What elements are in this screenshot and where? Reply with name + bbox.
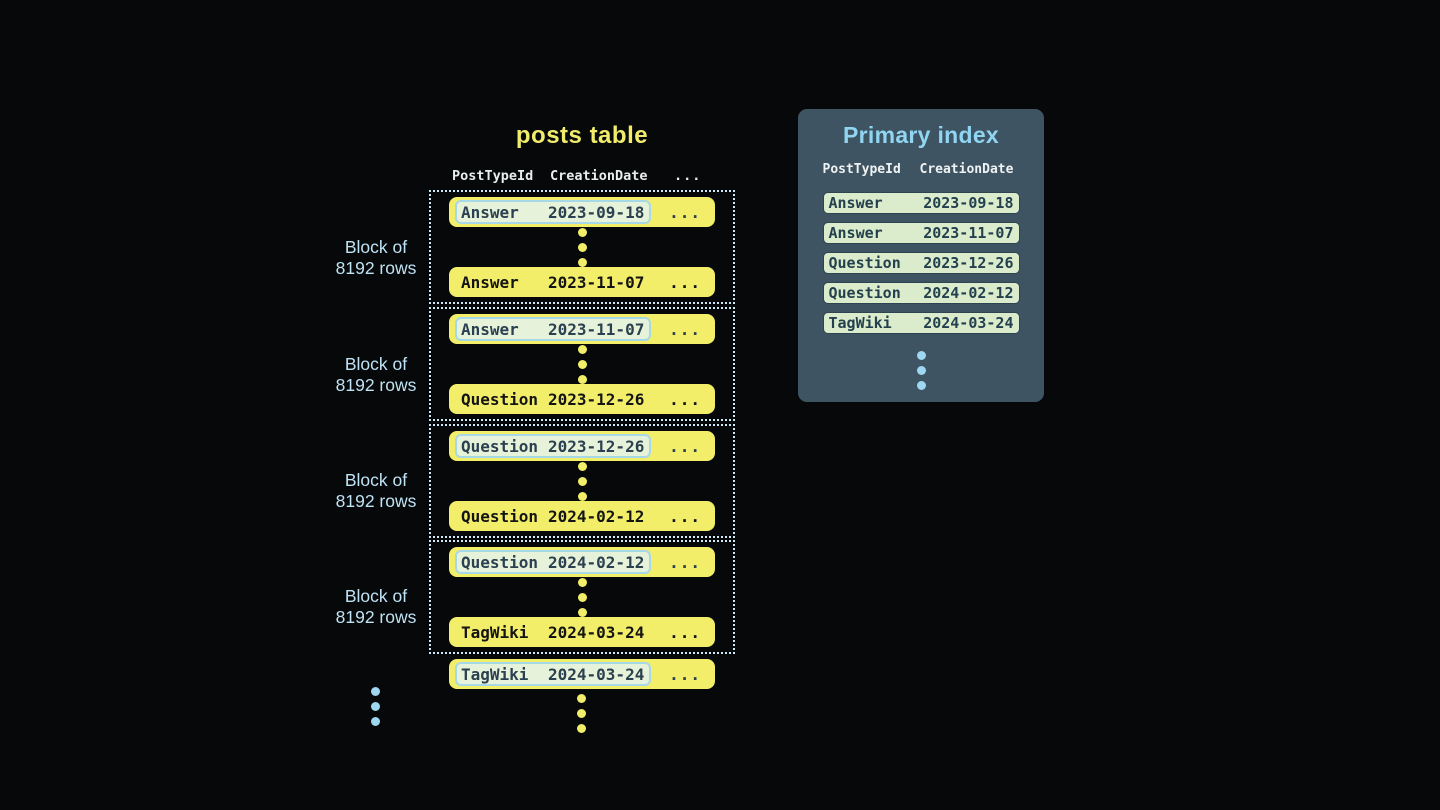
row-block-2: Answer 2023-11-07 ... Question 2023-12-2… [429,307,735,421]
overflow-row-wrapper: TagWiki 2024-03-24 ... [449,659,715,689]
rows-ellipsis-dots [577,461,587,501]
indexed-columns-highlight: TagWiki 2024-03-24 [455,662,651,686]
primary-index-panel: Primary index PostTypeId CreationDate An… [798,109,1044,402]
indexed-columns: Question 2024-02-12 [461,506,645,526]
row-more-columns: ... [669,389,701,409]
table-row: Answer 2023-11-07 ... [449,267,715,297]
column-header-posttypeid: PostTypeId [452,168,534,184]
table-row: TagWiki 2024-03-24 ... [449,617,715,647]
row-more-columns: ... [669,506,701,526]
index-row: Answer 2023-09-18 [822,192,1020,214]
row-more-columns: ... [669,272,701,292]
more-index-entries-dots [916,351,926,390]
table-row: Answer 2023-11-07 ... [449,314,715,344]
indexed-columns: Answer 2023-11-07 [461,272,645,292]
rows-ellipsis-dots [577,227,587,267]
row-more-columns: ... [669,664,701,684]
index-row: Question 2023-12-26 [822,252,1020,274]
row-block-1: Answer 2023-09-18 ... Answer 2023-11-07 … [429,190,735,304]
indexed-columns-highlight: Answer 2023-09-18 [455,200,651,224]
row-more-columns: ... [669,202,701,222]
table-row: Question 2024-02-12 ... [449,547,715,577]
table-row: Question 2023-12-26 ... [449,431,715,461]
posts-table-column-headers: PostTypeId CreationDate ... [449,167,729,185]
row-block-3: Question 2023-12-26 ... Question 2024-02… [429,424,735,538]
primary-index-column-headers: PostTypeId CreationDate [823,162,1020,177]
index-row: Question 2024-02-12 [822,282,1020,304]
column-header-more: ... [674,168,702,184]
rows-ellipsis-dots [577,577,587,617]
index-header-creationdate: CreationDate [919,162,1014,177]
block-label-2: Block of 8192 rows [335,354,417,395]
indexed-columns-highlight: Answer 2023-11-07 [455,317,651,341]
column-header-creationdate: CreationDate [550,168,648,184]
indexed-columns-highlight: Question 2024-02-12 [455,550,651,574]
index-row: TagWiki 2024-03-24 [822,312,1020,334]
block-label-3: Block of 8192 rows [335,470,417,511]
row-block-4: Question 2024-02-12 ... TagWiki 2024-03-… [429,540,735,654]
table-row: Answer 2023-09-18 ... [449,197,715,227]
row-more-columns: ... [669,552,701,572]
row-more-columns: ... [669,622,701,642]
index-header-posttypeid: PostTypeId [822,162,901,177]
index-row: Answer 2023-11-07 [822,222,1020,244]
block-label-4: Block of 8192 rows [335,586,417,627]
table-row: Question 2023-12-26 ... [449,384,715,414]
posts-table-title: posts table [515,122,649,149]
table-row: TagWiki 2024-03-24 ... [449,659,715,689]
indexed-columns: Question 2023-12-26 [461,389,645,409]
primary-index-rows: Answer 2023-09-18 Answer 2023-11-07 Ques… [822,192,1020,342]
more-rows-dots [577,694,586,733]
table-row: Question 2024-02-12 ... [449,501,715,531]
block-label-1: Block of 8192 rows [335,237,417,278]
indexed-columns-highlight: Question 2023-12-26 [455,434,651,458]
more-blocks-dots [371,687,380,726]
primary-index-title: Primary index [842,122,1000,148]
row-more-columns: ... [669,319,701,339]
rows-ellipsis-dots [577,344,587,384]
row-more-columns: ... [669,436,701,456]
indexed-columns: TagWiki 2024-03-24 [461,622,645,642]
